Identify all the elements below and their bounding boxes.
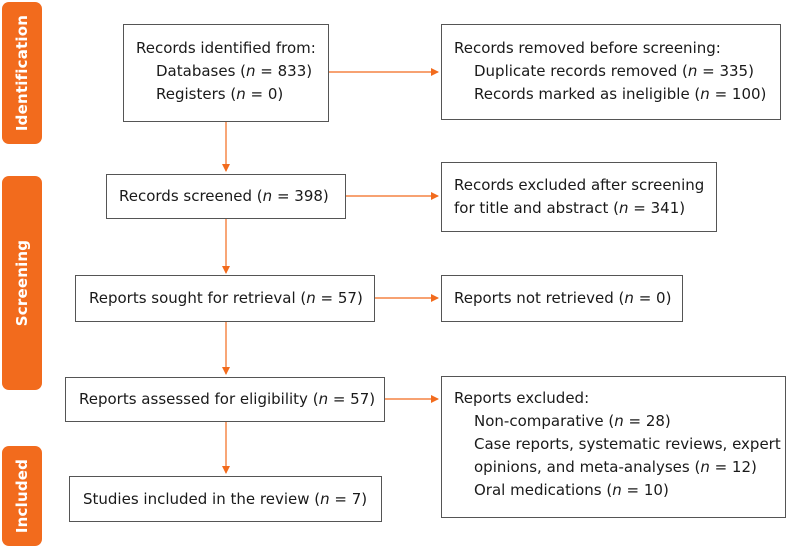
reports-sought-box: Reports sought for retrieval (n = 57) [75,275,375,322]
noncomparative-line: Non-comparative (n = 28) [474,412,671,430]
registers-line: Registers (n = 0) [156,85,284,103]
stage-screening: Screening [2,176,42,390]
records-screened-line: Records screened (n = 398) [119,187,329,205]
studies-included-line: Studies included in the review (n = 7) [83,490,368,508]
reports-assessed-box: Reports assessed for eligibility (n = 57… [65,377,385,422]
reports-assessed-line: Reports assessed for eligibility (n = 57… [79,390,376,408]
stage-identification: Identification [2,2,42,144]
stage-included: Included [2,446,42,546]
reports-excluded-title: Reports excluded: [454,389,590,407]
excluded-screening-line2: for title and abstract (n = 341) [454,199,686,217]
records-removed-title: Records removed before screening: [454,39,721,57]
records-screened-box: Records screened (n = 398) [106,174,346,219]
reports-not-retrieved-line: Reports not retrieved (n = 0) [454,289,672,307]
records-identified-box: Records identified from: Databases (n = … [123,24,329,122]
records-excluded-screening-box: Records excluded after screening for tit… [441,162,717,232]
case-reports-line1: Case reports, systematic reviews, expert [474,435,781,453]
databases-line: Databases (n = 833) [156,62,313,80]
duplicates-line: Duplicate records removed (n = 335) [474,62,754,80]
reports-sought-line: Reports sought for retrieval (n = 57) [89,289,363,307]
reports-excluded-box: Reports excluded: Non-comparative (n = 2… [441,376,786,518]
records-removed-box: Records removed before screening: Duplic… [441,24,781,120]
excluded-screening-line1: Records excluded after screening [454,176,705,194]
reports-not-retrieved-box: Reports not retrieved (n = 0) [441,275,683,322]
ineligible-line: Records marked as ineligible (n = 100) [474,85,767,103]
records-identified-title: Records identified from: [136,39,316,57]
studies-included-box: Studies included in the review (n = 7) [69,476,382,522]
oral-medications-line: Oral medications (n = 10) [474,481,669,499]
case-reports-line2: opinions, and meta-analyses (n = 12) [474,458,757,476]
